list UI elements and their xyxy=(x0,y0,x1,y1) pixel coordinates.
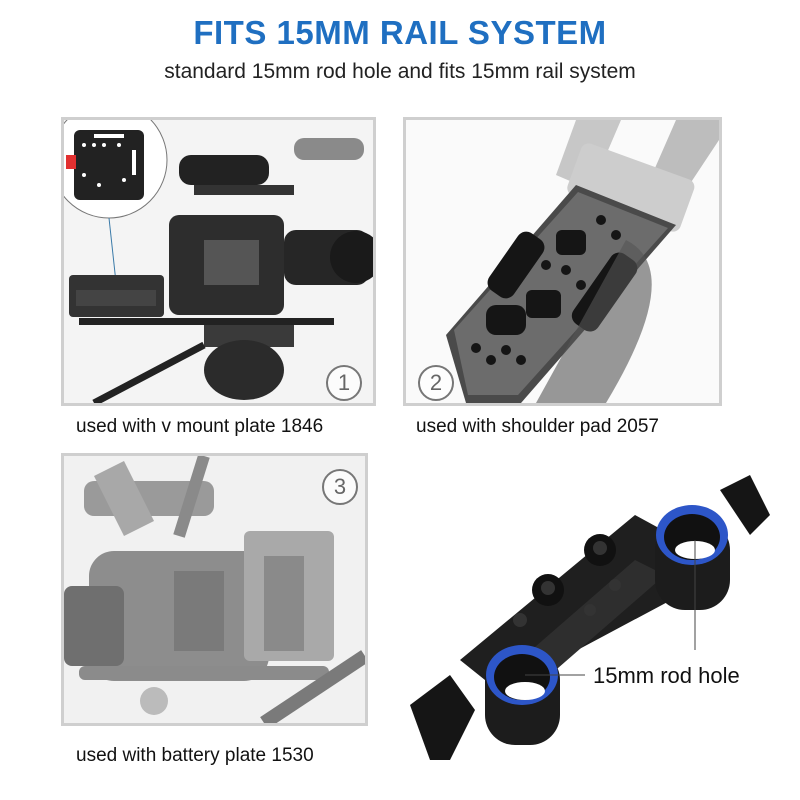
panel-number-badge: 1 xyxy=(326,365,362,401)
camera-v-mount-image xyxy=(64,120,373,403)
panel-caption: used with v mount plate 1846 xyxy=(76,416,324,437)
rod-hole-callout: 15mm rod hole xyxy=(593,663,740,688)
panel-battery-plate: 3 xyxy=(61,453,368,726)
panel-number-badge: 3 xyxy=(322,469,358,505)
panel-caption: used with shoulder pad 2057 xyxy=(416,416,659,437)
rod-clamp-image xyxy=(410,475,770,760)
page-title: FITS 15MM RAIL SYSTEM xyxy=(193,14,607,51)
panel-caption: used with battery plate 1530 xyxy=(76,745,314,766)
shoulder-pad-image xyxy=(406,120,719,403)
panel-v-mount-plate: 1 xyxy=(61,117,376,406)
page-subtitle: standard 15mm rod hole and fits 15mm rai… xyxy=(164,60,636,83)
panel-shoulder-pad: 2 xyxy=(403,117,722,406)
camera-battery-plate-image xyxy=(64,456,365,723)
panel-number-badge: 2 xyxy=(418,365,454,401)
